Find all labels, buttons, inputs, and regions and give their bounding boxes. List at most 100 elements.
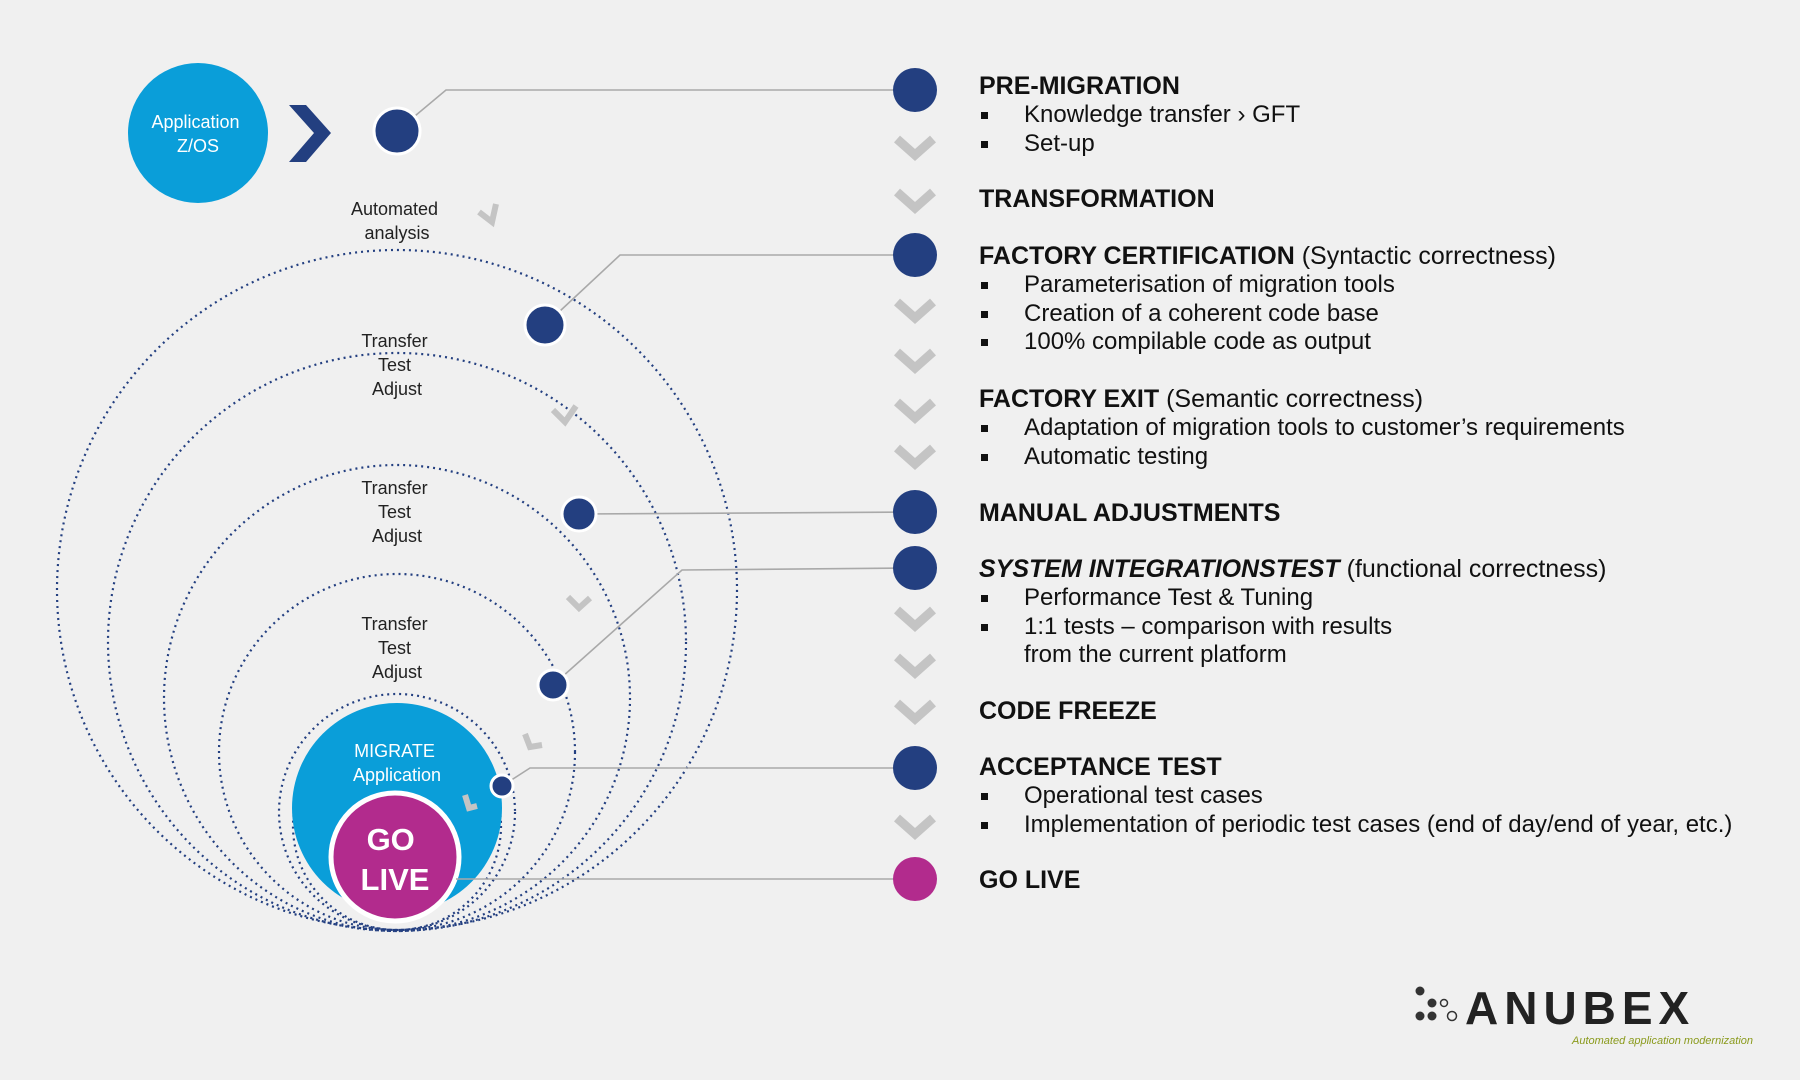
chevron-icon: [477, 203, 499, 228]
orbit-outer: [55, 248, 739, 932]
phase-bullet: Performance Test & Tuning: [979, 584, 1779, 613]
milestone-marker: [893, 546, 937, 590]
application-zos-label: Application Z/OS: [151, 112, 244, 156]
phase-bullet: Operational test cases: [979, 782, 1779, 811]
connector-line: [544, 254, 915, 326]
chevron-icon: [550, 404, 579, 427]
phase-title: GO LIVE: [979, 866, 1081, 894]
transfer-test-adjust-label: Transfer Test Adjust: [361, 478, 432, 546]
milestone-marker: [893, 746, 937, 790]
orbit-5: [277, 692, 517, 932]
connector-line: [501, 767, 915, 787]
phase-heading: FACTORY CERTIFICATION (Syntactic correct…: [979, 242, 1779, 271]
orbit-node: [536, 668, 570, 702]
phase-bullet: Knowledge transfer › GFT: [979, 101, 1779, 130]
phase-title: SYSTEM INTEGRATIONSTEST: [979, 555, 1340, 583]
go-live-label: GO LIVE: [361, 822, 430, 897]
chevron-down-icon: [894, 398, 936, 425]
phase-title: CODE FREEZE: [979, 697, 1157, 725]
phase-block: SYSTEM INTEGRATIONSTEST (functional corr…: [979, 555, 1779, 670]
phase-bullet: Adaptation of migration tools to custome…: [979, 414, 1779, 443]
chevron-right-icon: [289, 105, 331, 162]
phase-note: (Syntactic correctness): [1294, 242, 1556, 270]
phase-heading: FACTORY EXIT (Semantic correctness): [979, 385, 1779, 414]
transfer-test-adjust-label: Transfer Test Adjust: [361, 614, 432, 682]
automated-analysis-label: Automated analysis: [351, 199, 443, 243]
phase-block: TRANSFORMATION: [979, 185, 1779, 214]
milestone-marker: [893, 233, 937, 277]
phase-block: CODE FREEZE: [979, 697, 1779, 726]
orbit-4: [217, 572, 577, 932]
anubex-logo: ANUBEX Automated application modernizati…: [1410, 982, 1755, 1053]
transfer-test-adjust-label: Transfer Test Adjust: [361, 331, 432, 399]
logo-dots-icon: [1415, 986, 1458, 1022]
milestone-marker: [893, 68, 937, 112]
chevron-down-icon: [894, 444, 936, 471]
phase-bullet: 100% compilable code as output: [979, 328, 1779, 357]
orbit-3: [162, 463, 632, 933]
orbit-node: [372, 106, 422, 156]
logo-wordmark: ANUBEX: [1465, 982, 1696, 1034]
phase-block: FACTORY CERTIFICATION (Syntactic correct…: [979, 242, 1779, 357]
timeline: [893, 68, 937, 901]
orbit-6: [291, 720, 503, 932]
phase-bullet: Creation of a coherent code base: [979, 300, 1779, 329]
phase-bullet: Implementation of periodic test cases (e…: [979, 811, 1779, 840]
connector-line: [552, 567, 916, 686]
go-live-bubble: [328, 790, 462, 924]
phase-block: GO LIVE: [979, 866, 1779, 895]
orbit-node: [523, 303, 567, 347]
phase-bullet: Automatic testing: [979, 443, 1779, 472]
phase-heading: PRE-MIGRATION: [979, 72, 1779, 101]
chevron-down-icon: [894, 606, 936, 633]
phase-bullet: Set-up: [979, 130, 1779, 159]
phase-block: MANUAL ADJUSTMENTS: [979, 499, 1779, 528]
orbit-node: [489, 773, 515, 799]
migrate-application-label: MIGRATE Application: [353, 741, 441, 785]
application-zos-bubble: [128, 63, 268, 203]
go-live-marker: [893, 857, 937, 901]
phase-title: PRE-MIGRATION: [979, 72, 1180, 100]
orbit-circles: [55, 248, 739, 933]
logo-tagline: Automated application modernization: [1572, 1035, 1754, 1047]
chevron-down-icon: [894, 135, 936, 162]
chevron-down-icon: [894, 188, 936, 215]
phase-title: FACTORY CERTIFICATION: [979, 242, 1295, 270]
phase-heading: ACCEPTANCE TEST: [979, 753, 1779, 782]
connector-line: [396, 89, 915, 132]
phase-title: FACTORY EXIT: [979, 385, 1160, 413]
orbit-direction-chevrons: [462, 203, 593, 812]
phase-note: (functional correctness): [1339, 555, 1607, 583]
phase-heading: MANUAL ADJUSTMENTS: [979, 499, 1779, 528]
phase-heading: SYSTEM INTEGRATIONSTEST (functional corr…: [979, 555, 1779, 584]
chevron-down-icon: [894, 653, 936, 680]
phase-title: ACCEPTANCE TEST: [979, 753, 1222, 781]
phase-heading: GO LIVE: [979, 866, 1779, 895]
orbit-node: [560, 495, 598, 533]
phase-title: MANUAL ADJUSTMENTS: [979, 499, 1281, 527]
chevron-down-icon: [894, 814, 936, 841]
connector-line: [578, 511, 916, 515]
chevron-down-icon: [894, 298, 936, 325]
phase-note: (Semantic correctness): [1159, 385, 1424, 413]
milestone-marker: [893, 490, 937, 534]
chevron-icon: [565, 594, 593, 613]
chevron-down-icon: [894, 699, 936, 726]
chevron-icon: [462, 794, 478, 812]
orbit-2: [106, 351, 688, 933]
chevron-icon: [522, 732, 543, 751]
phase-title: TRANSFORMATION: [979, 185, 1215, 213]
phase-bullets: Adaptation of migration tools to custome…: [979, 414, 1779, 471]
orbit-nodes: [372, 106, 598, 799]
phase-heading: CODE FREEZE: [979, 697, 1779, 726]
phase-heading: TRANSFORMATION: [979, 185, 1779, 214]
chevron-down-icon: [894, 348, 936, 375]
